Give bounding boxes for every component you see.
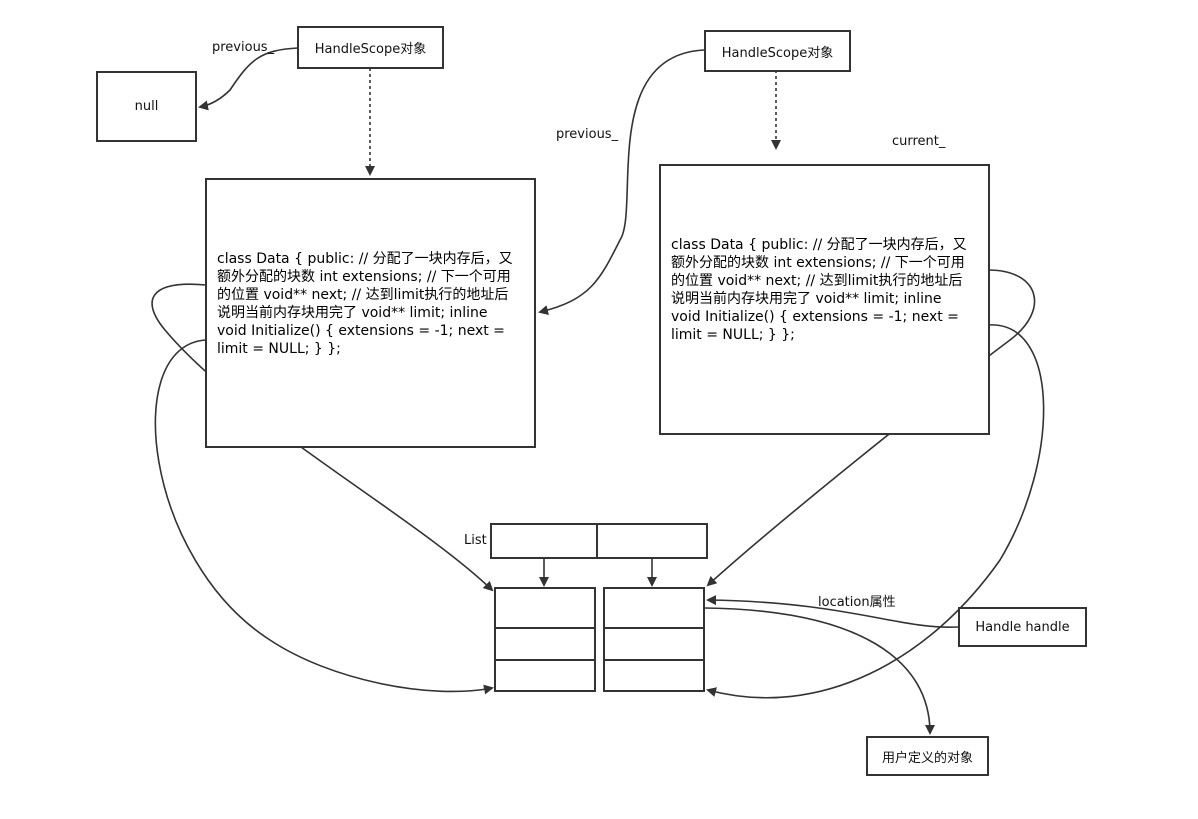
data-class-left-node[interactable]: class Data { public: // 分配了一块内存后，又额外分配的块…: [205, 178, 536, 448]
list-cell-1: [490, 523, 598, 559]
data-class-right-text: class Data { public: // 分配了一块内存后，又额外分配的块…: [671, 237, 967, 343]
label-previous-left: previous_: [212, 40, 275, 55]
label-location: location属性: [818, 595, 896, 610]
edge-previous-left: [198, 47, 299, 111]
block-left: [494, 587, 596, 692]
handle-handle-node[interactable]: Handle handle: [958, 607, 1087, 647]
block-right-cell-1: [603, 587, 705, 629]
data-class-right-node[interactable]: class Data { public: // 分配了一块内存后，又额外分配的块…: [659, 164, 990, 435]
block-right-cell-3: [603, 659, 705, 692]
handlescope-left-node[interactable]: HandleScope对象: [297, 26, 444, 69]
edge-data-left-limit: [154, 339, 494, 695]
block-right-cell-2: [603, 627, 705, 661]
edge-data-right-limit: [706, 324, 1045, 699]
block-left-cell-3: [494, 659, 596, 692]
list-table: [490, 523, 708, 559]
data-class-left-text: class Data { public: // 分配了一块内存后，又额外分配的块…: [217, 251, 513, 357]
user-object-node[interactable]: 用户定义的对象: [866, 736, 989, 776]
block-left-cell-1: [494, 587, 596, 629]
label-current: current_: [892, 134, 946, 149]
label-list: List: [464, 533, 487, 548]
list-cell-2: [596, 523, 708, 559]
handlescope-right-node[interactable]: HandleScope对象: [704, 30, 851, 72]
block-right: [603, 587, 705, 692]
block-left-cell-2: [494, 627, 596, 661]
label-previous-right: previous_: [556, 127, 619, 142]
edge-location: [706, 595, 959, 629]
edge-to-user-object: [704, 607, 935, 735]
edge-previous-right: [538, 49, 705, 315]
null-node[interactable]: null: [96, 71, 197, 142]
